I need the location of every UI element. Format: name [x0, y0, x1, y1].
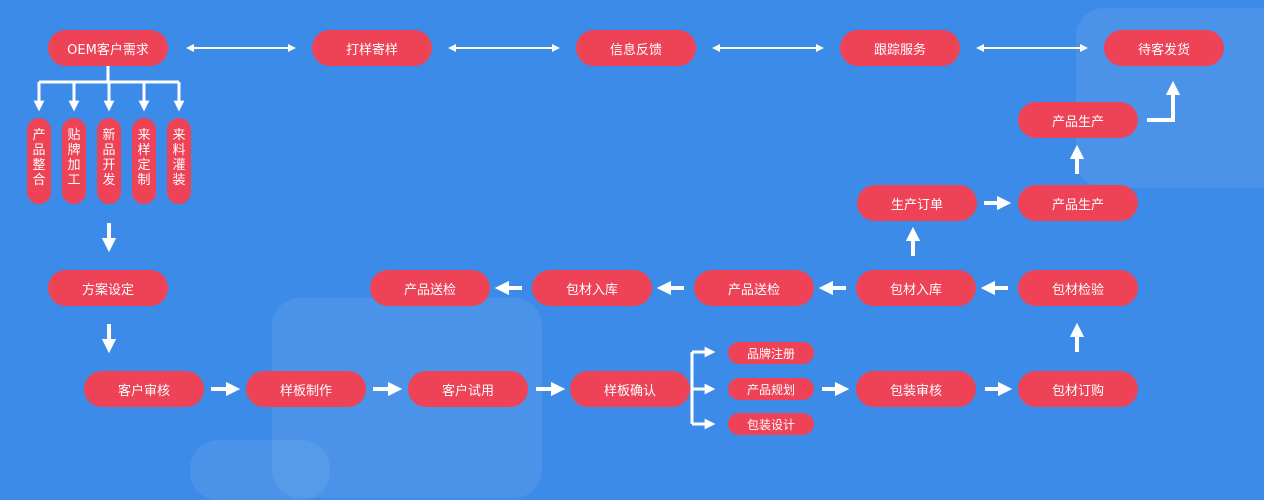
- node-product-integration: 产品整合: [27, 118, 51, 204]
- node-label: 新品开发: [102, 128, 116, 188]
- node-product-production-top: 产品生产: [1018, 102, 1138, 138]
- node-customer-trial: 客户试用: [408, 371, 528, 407]
- node-tracking-service: 跟踪服务: [840, 30, 960, 66]
- node-product-inspection-right: 产品送检: [694, 270, 814, 306]
- node-oem-demand: OEM客户需求: [48, 30, 168, 66]
- node-package-design: 包装设计: [728, 413, 814, 435]
- node-material-inspection: 包材检验: [1018, 270, 1138, 306]
- node-sample-sending: 打样寄样: [312, 30, 432, 66]
- node-package-review: 包装审核: [856, 371, 976, 407]
- node-label: 产品整合: [32, 128, 46, 188]
- node-label: 来样定制: [137, 128, 151, 188]
- node-label: 来料灌装: [172, 128, 186, 188]
- branch-connector: [39, 66, 179, 84]
- node-product-production-mid: 产品生产: [1018, 185, 1138, 221]
- node-label: 贴牌加工: [67, 128, 81, 188]
- node-product-inspection-left: 产品送检: [370, 270, 490, 306]
- node-customer-review: 客户审核: [84, 371, 204, 407]
- node-plan-setting: 方案设定: [48, 270, 168, 306]
- node-brand-registration: 品牌注册: [728, 342, 814, 364]
- node-sample-confirm: 样板确认: [570, 371, 690, 407]
- node-info-feedback: 信息反馈: [576, 30, 696, 66]
- node-product-planning: 产品规划: [728, 378, 814, 400]
- node-material-filling: 来料灌装: [167, 118, 191, 204]
- node-sample-customization: 来样定制: [132, 118, 156, 204]
- flow-arrows: [33, 44, 1181, 430]
- node-oem-processing: 贴牌加工: [62, 118, 86, 204]
- node-new-product-dev: 新品开发: [97, 118, 121, 204]
- node-await-shipping: 待客发货: [1104, 30, 1224, 66]
- node-material-ordering: 包材订购: [1018, 371, 1138, 407]
- node-production-order: 生产订单: [857, 185, 977, 221]
- node-material-storage-right: 包材入库: [856, 270, 976, 306]
- node-material-storage-left: 包材入库: [532, 270, 652, 306]
- node-sample-making: 样板制作: [246, 371, 366, 407]
